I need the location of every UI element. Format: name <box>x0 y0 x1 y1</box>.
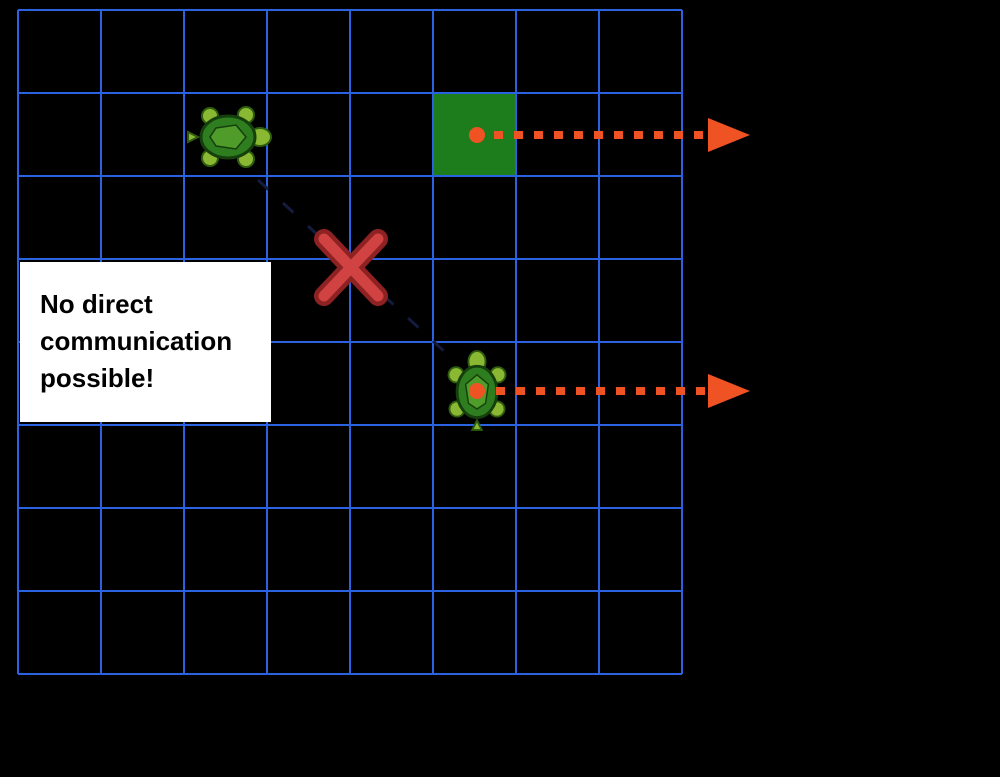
note-text: No direct communication possible! <box>40 289 233 394</box>
cross-icon <box>314 229 388 306</box>
vision-origin-dot-1 <box>469 127 485 143</box>
turtle-1-icon <box>186 105 273 169</box>
connector-line <box>256 178 447 354</box>
note-box: No direct communication possible! <box>20 262 271 422</box>
vision-arrow-2 <box>469 374 750 408</box>
vision-arrow-1 <box>469 118 750 152</box>
vision-origin-dot-2 <box>469 383 485 399</box>
